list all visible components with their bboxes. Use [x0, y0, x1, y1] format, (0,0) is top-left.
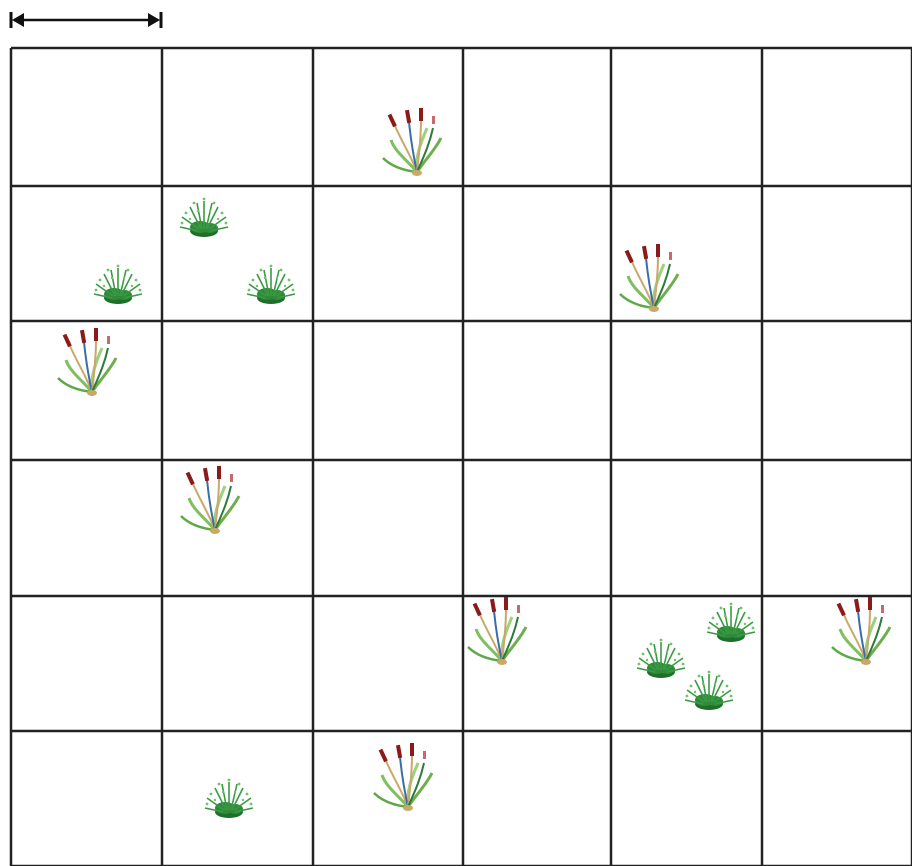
- shrub-icon: [94, 265, 142, 304]
- shrub-icon: [685, 671, 733, 710]
- cattail-icon: [832, 597, 890, 665]
- cattail-icon: [181, 466, 239, 534]
- cattail-icon: [620, 244, 678, 312]
- shrub-icon: [707, 603, 755, 642]
- shrub-icon: [637, 639, 685, 678]
- cattail-icon: [383, 108, 441, 176]
- cattail-icon: [468, 597, 526, 665]
- plant-layer: [58, 108, 890, 818]
- cattail-icon: [374, 743, 432, 811]
- quadrat-grid: [11, 48, 912, 866]
- scale-bar: [11, 12, 161, 28]
- shrub-icon: [205, 779, 253, 818]
- cattail-icon: [58, 328, 116, 396]
- shrub-icon: [180, 198, 228, 237]
- shrub-icon: [247, 265, 295, 304]
